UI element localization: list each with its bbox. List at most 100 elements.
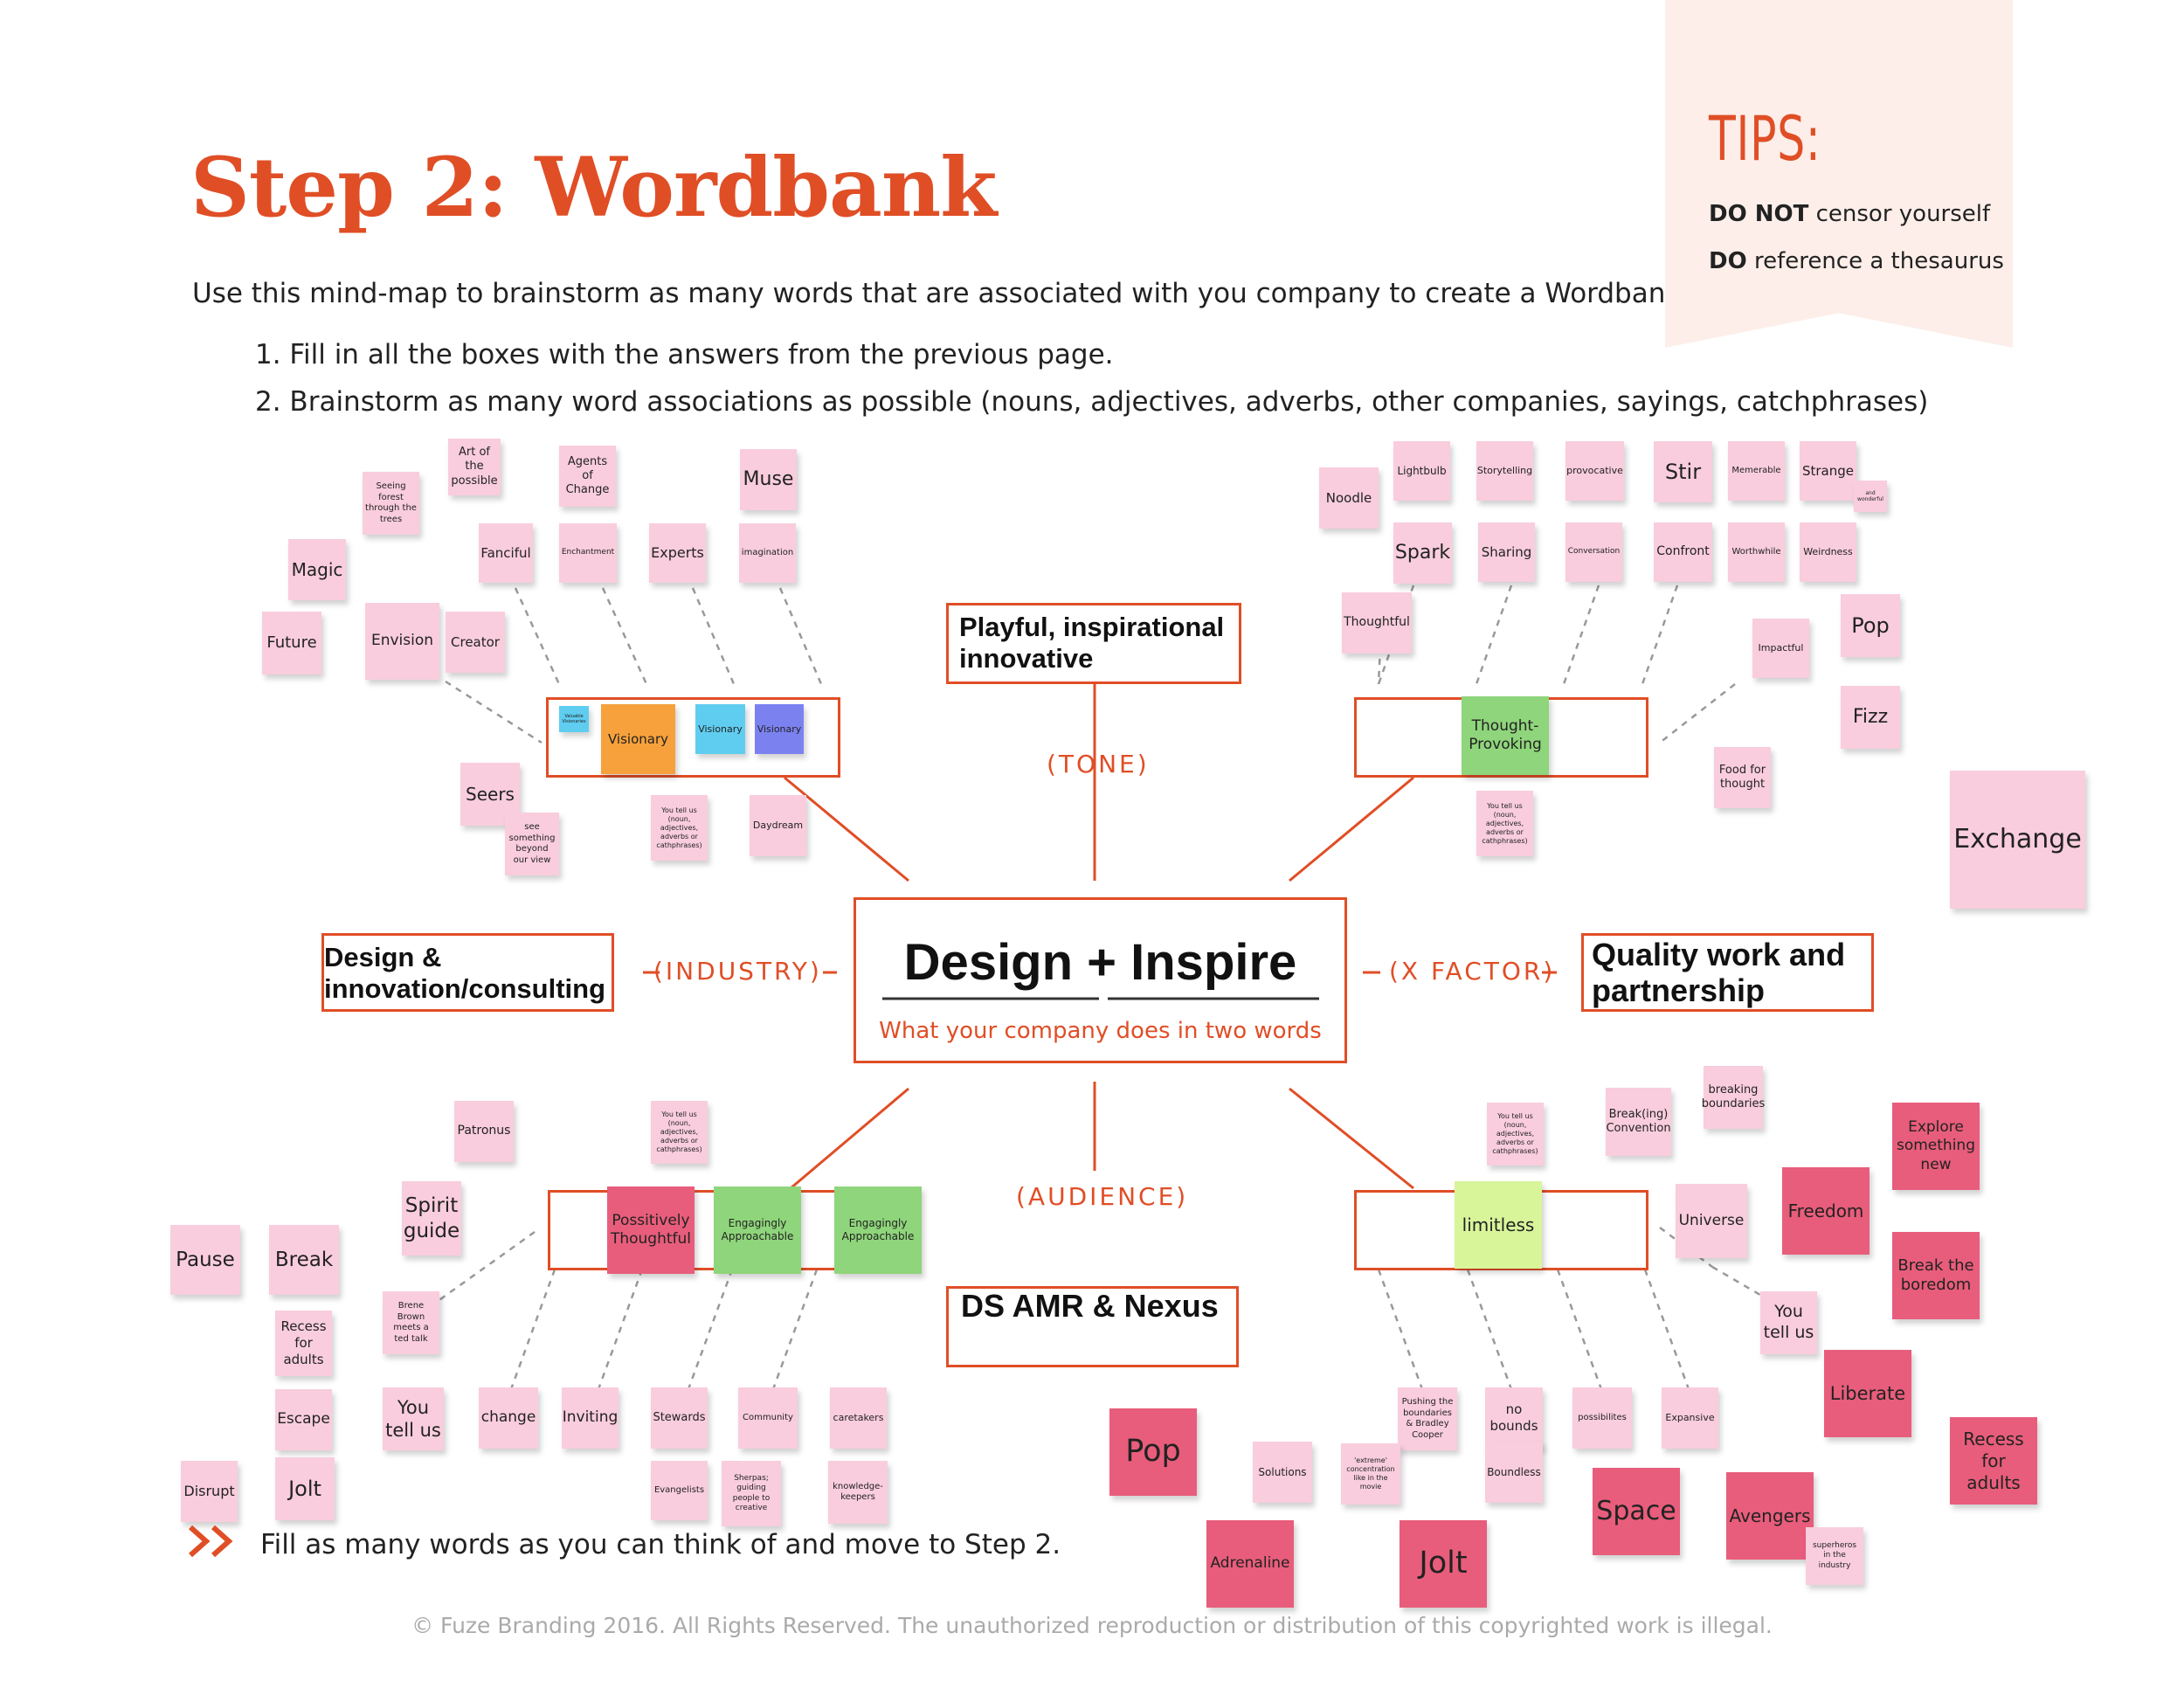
sticky-note[interactable]: Liberate xyxy=(1824,1350,1911,1437)
sticky-note[interactable]: You tell us (noun, adjectives, adverbs o… xyxy=(651,795,708,861)
sticky-note[interactable]: Sharing xyxy=(1478,522,1535,582)
sticky-note[interactable]: Engagingly Approachable xyxy=(714,1186,801,1274)
sticky-note[interactable]: Agents of Change xyxy=(559,446,616,507)
sticky-note[interactable]: Boundless xyxy=(1485,1442,1543,1503)
sticky-note[interactable]: Stir xyxy=(1654,441,1712,502)
tone-label: (TONE) xyxy=(1047,750,1150,778)
sticky-note[interactable]: Noodle xyxy=(1319,467,1379,529)
tip-1: DO NOT censor yourself xyxy=(1709,201,1990,227)
sticky-note[interactable]: Universe xyxy=(1676,1184,1747,1258)
sticky-note[interactable]: Solutions xyxy=(1253,1442,1312,1503)
sticky-note[interactable]: Expansive xyxy=(1662,1387,1718,1449)
sticky-note[interactable]: Thoughtful xyxy=(1342,592,1412,654)
sticky-note[interactable]: Envision xyxy=(365,603,439,680)
sticky-note[interactable]: Jolt xyxy=(1400,1520,1487,1608)
sticky-note[interactable]: Food for thought xyxy=(1714,747,1771,808)
sticky-note[interactable]: limitless xyxy=(1455,1181,1542,1269)
sticky-note[interactable]: possibilites xyxy=(1572,1387,1632,1449)
sticky-note[interactable]: Pop xyxy=(1841,594,1900,657)
center-title: Design + Inspire xyxy=(903,934,1297,991)
sticky-note[interactable]: Daydream xyxy=(750,795,806,856)
sticky-note[interactable]: Brene Brown meets a ted talk xyxy=(383,1291,439,1354)
sticky-note[interactable]: Patronus xyxy=(454,1101,514,1162)
sticky-note[interactable]: Visionary xyxy=(695,704,745,754)
sticky-note[interactable]: see something beyond our view xyxy=(505,813,559,875)
sticky-note[interactable]: Valuable Visionaries xyxy=(559,706,589,732)
sticky-note[interactable]: Break the boredom xyxy=(1892,1232,1980,1319)
sticky-note[interactable]: Muse xyxy=(740,449,797,510)
sticky-note[interactable]: Engagingly Approachable xyxy=(834,1186,922,1274)
sticky-note[interactable]: Explore something new xyxy=(1892,1103,1980,1190)
sticky-note[interactable]: no bounds xyxy=(1485,1387,1543,1449)
sticky-note[interactable]: Pause xyxy=(170,1225,240,1295)
sticky-note[interactable]: Possitively Thoughtful xyxy=(607,1186,695,1274)
sticky-note[interactable]: You tell us (noun, adjectives, adverbs o… xyxy=(1487,1103,1544,1166)
sticky-note[interactable]: Art of the possible xyxy=(448,439,501,495)
copyright-text: © Fuze Branding 2016. All Rights Reserve… xyxy=(411,1613,1773,1638)
sticky-note[interactable]: Sherpas; guiding people to creative xyxy=(722,1461,781,1526)
sticky-note[interactable]: Visionary xyxy=(755,704,804,754)
sticky-note[interactable]: Impactful xyxy=(1752,619,1809,678)
sticky-note[interactable]: Storytelling xyxy=(1476,441,1533,501)
sticky-note[interactable]: Pop xyxy=(1109,1408,1197,1496)
sticky-note[interactable]: Strange xyxy=(1800,441,1856,501)
footer-instruction: Fill as many words as you can think of a… xyxy=(260,1529,1061,1560)
sticky-note[interactable]: Exchange xyxy=(1950,771,2085,909)
sticky-note[interactable]: Weirdness xyxy=(1800,522,1856,582)
sticky-note[interactable]: imagination xyxy=(739,523,796,583)
center-box[interactable] xyxy=(854,897,1347,1063)
sticky-note[interactable]: Escape xyxy=(275,1389,332,1450)
sticky-note[interactable]: Break(ing) Convention xyxy=(1606,1088,1671,1156)
sticky-note[interactable]: change xyxy=(479,1387,538,1449)
sticky-note[interactable]: breaking boundaries xyxy=(1702,1066,1765,1129)
sticky-note[interactable]: Lightbulb xyxy=(1393,441,1450,501)
sticky-note[interactable]: Freedom xyxy=(1782,1167,1870,1255)
sticky-note[interactable]: Jolt xyxy=(275,1457,335,1520)
sticky-note[interactable]: Recess for adults xyxy=(1950,1417,2037,1505)
sticky-note[interactable]: Avengers xyxy=(1726,1472,1814,1560)
sticky-note[interactable]: Thought-Provoking xyxy=(1462,696,1549,775)
sticky-note[interactable]: You tell us xyxy=(1760,1291,1817,1354)
sticky-note[interactable]: Spark xyxy=(1393,522,1452,584)
sticky-note[interactable]: knowledge-keepers xyxy=(828,1461,888,1524)
sticky-note[interactable]: Disrupt xyxy=(181,1461,238,1522)
sticky-note[interactable]: Space xyxy=(1593,1468,1680,1555)
sticky-note[interactable]: Seeing forest through the trees xyxy=(363,472,419,535)
sticky-note[interactable]: Conversation xyxy=(1565,522,1622,582)
sticky-note[interactable]: You tell us (noun, adjectives, adverbs o… xyxy=(651,1101,708,1164)
sticky-note[interactable]: Recess for adults xyxy=(275,1311,332,1376)
sticky-note[interactable]: Pushing the boundaries & Bradley Cooper xyxy=(1398,1387,1457,1450)
sticky-note[interactable]: Break xyxy=(269,1225,339,1295)
sticky-note[interactable]: You tell us (noun, adjectives, adverbs o… xyxy=(1476,791,1533,856)
sticky-note[interactable]: Fanciful xyxy=(479,523,533,583)
sticky-note[interactable]: Magic xyxy=(288,539,346,600)
sticky-note[interactable]: Stewards xyxy=(651,1387,708,1449)
step-2-text: 2. Brainstorm as many word associations … xyxy=(255,386,1929,418)
industry-box[interactable] xyxy=(321,933,614,1012)
sticky-note[interactable]: 'extreme' concentration like in the movi… xyxy=(1341,1443,1400,1505)
sticky-note[interactable]: Memerable xyxy=(1728,441,1785,501)
tone-group-box-top-left[interactable] xyxy=(546,697,840,778)
xfactor-box[interactable] xyxy=(1581,933,1874,1012)
sticky-note[interactable]: Creator xyxy=(446,612,505,673)
sticky-note[interactable]: Adrenaline xyxy=(1206,1520,1294,1608)
sticky-note[interactable]: and wonderful xyxy=(1854,481,1887,512)
tone-value: Playful, inspirational innovative xyxy=(959,612,1225,674)
sticky-note[interactable]: provocative xyxy=(1565,441,1624,501)
sticky-note[interactable]: Enchantment xyxy=(559,523,617,583)
sticky-note[interactable]: Spirit guide xyxy=(402,1181,461,1256)
tone-box[interactable] xyxy=(946,603,1241,684)
sticky-note[interactable]: Fizz xyxy=(1841,686,1900,749)
sticky-note[interactable]: caretakers xyxy=(830,1387,887,1449)
sticky-note[interactable]: You tell us xyxy=(383,1387,444,1450)
sticky-note[interactable]: Visionary xyxy=(601,704,675,774)
sticky-note[interactable]: Worthwhile xyxy=(1728,522,1785,582)
audience-box[interactable] xyxy=(946,1286,1239,1367)
sticky-note[interactable]: Experts xyxy=(649,523,706,583)
sticky-note[interactable]: Community xyxy=(738,1387,798,1449)
sticky-note[interactable]: Evangelists xyxy=(651,1461,708,1520)
sticky-note[interactable]: Inviting xyxy=(562,1387,619,1449)
sticky-note[interactable]: Future xyxy=(262,612,321,675)
sticky-note[interactable]: Confront xyxy=(1654,522,1712,582)
sticky-note[interactable]: superheros in the industry xyxy=(1806,1527,1863,1585)
